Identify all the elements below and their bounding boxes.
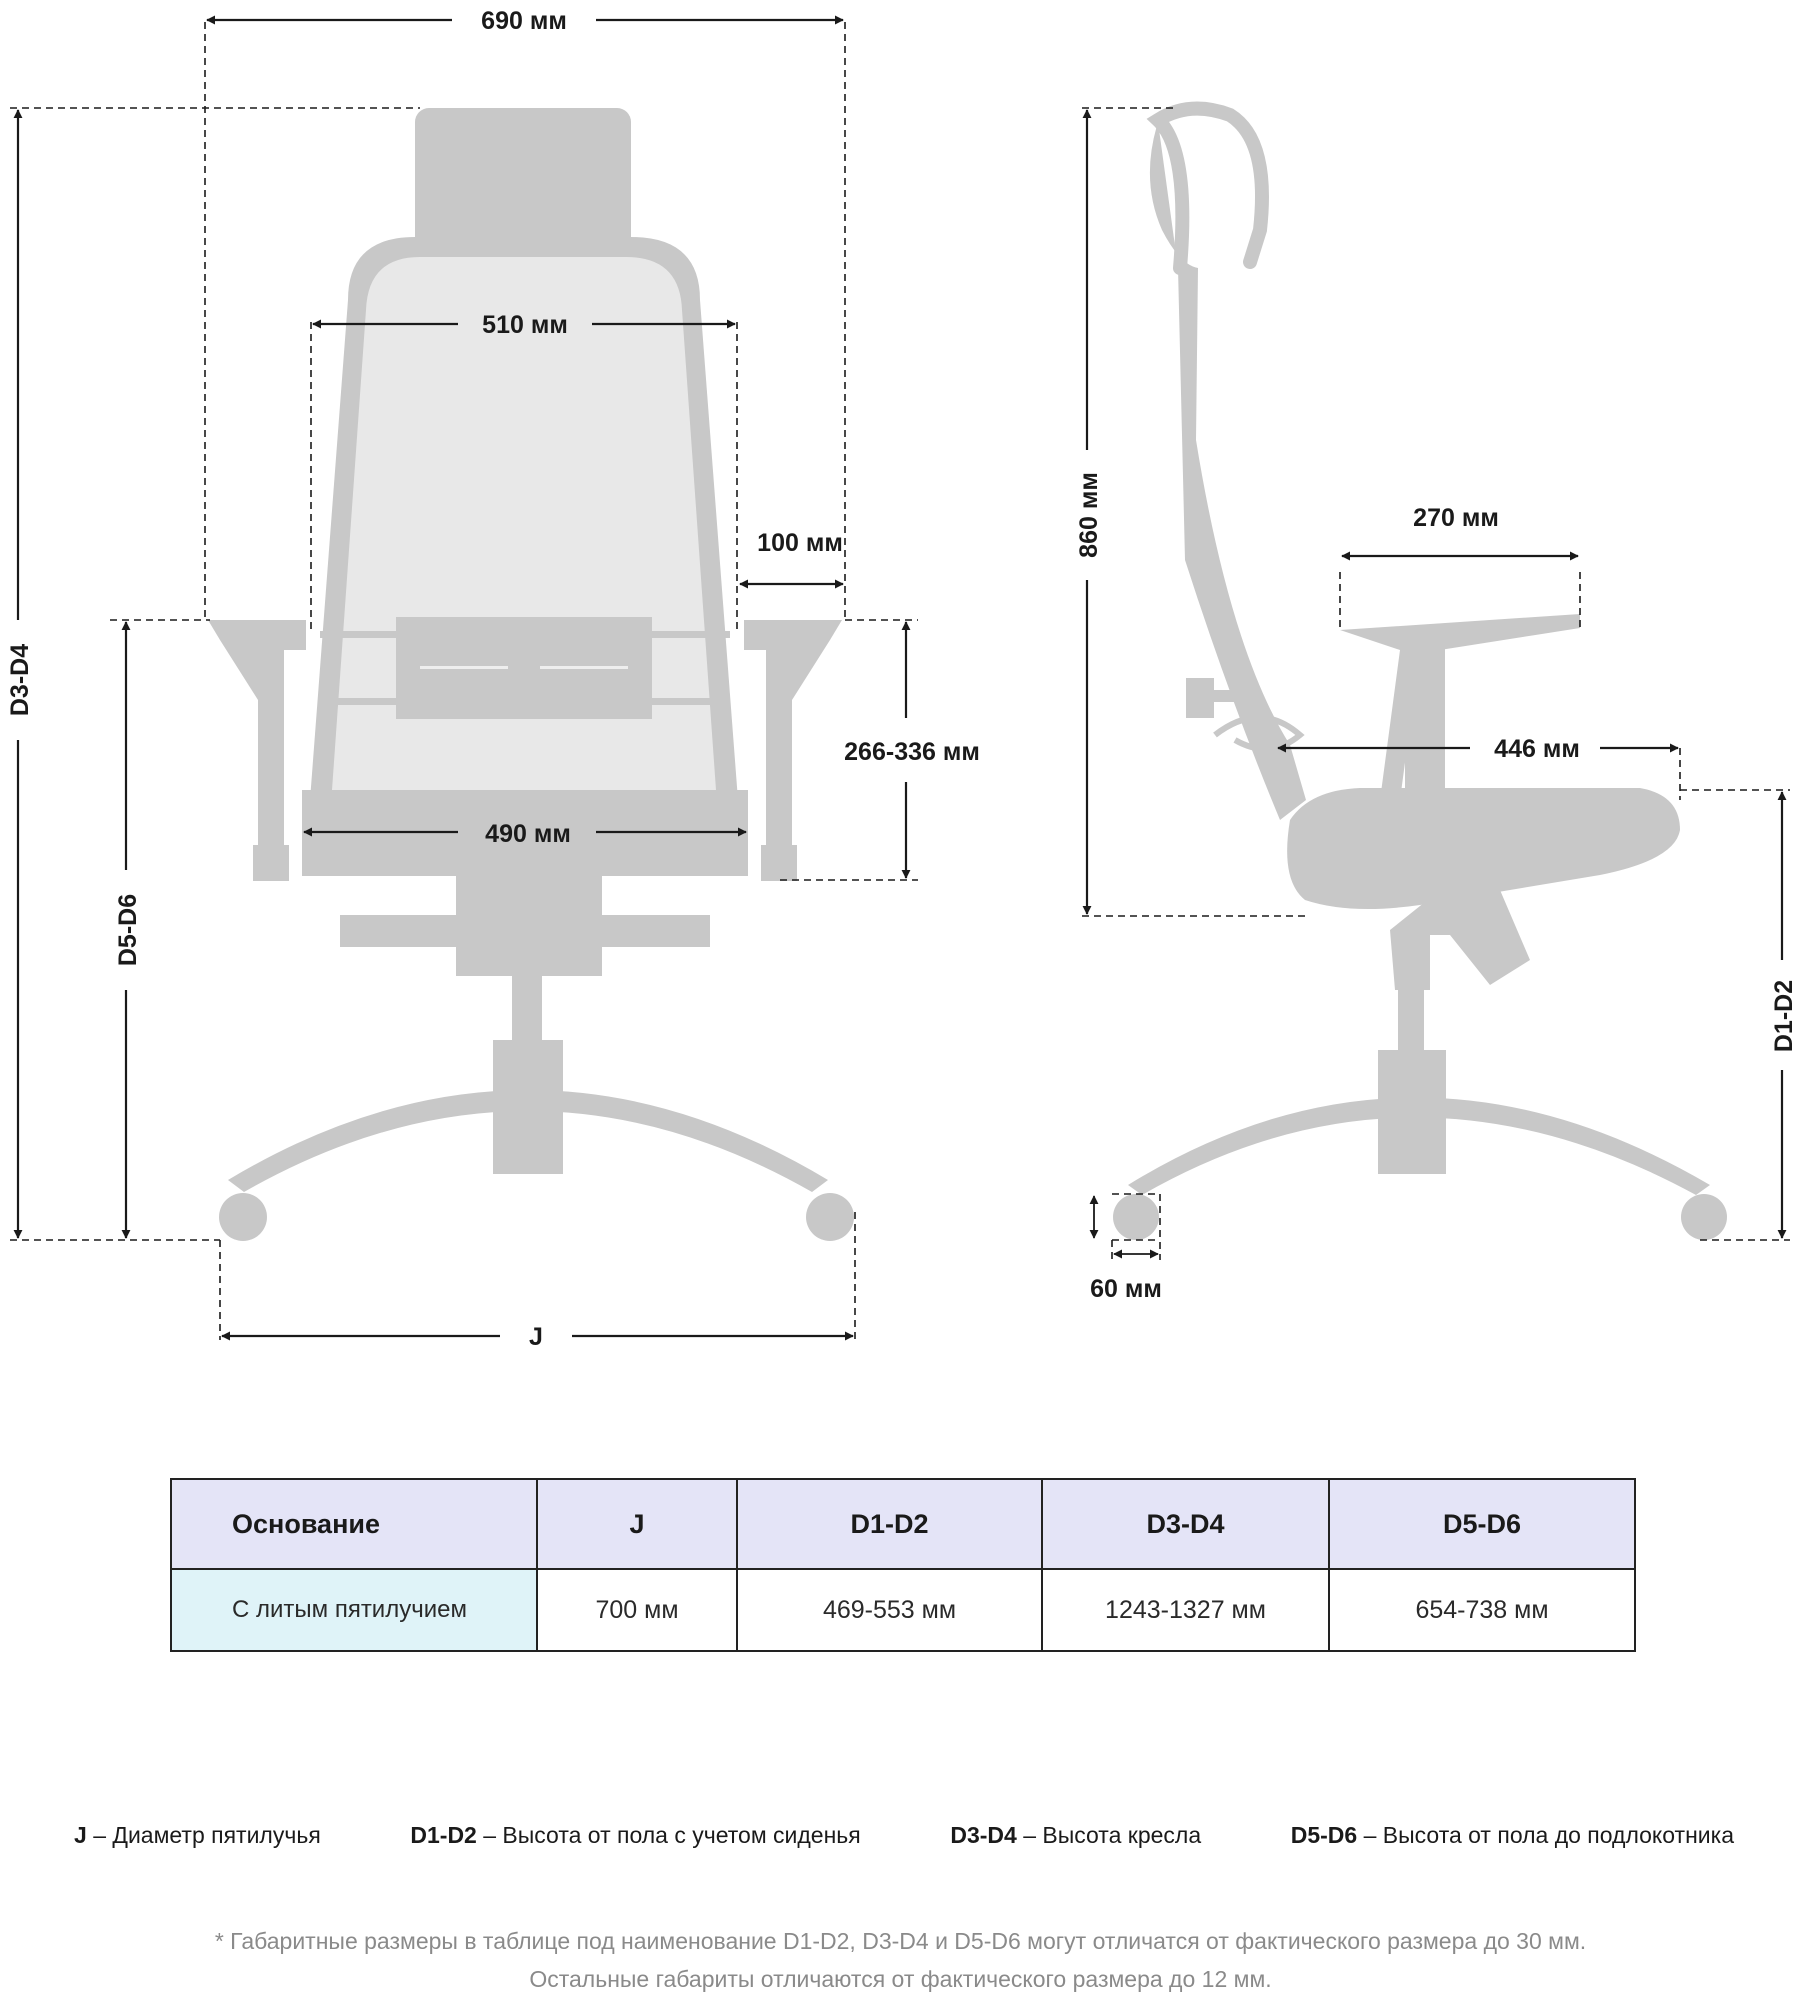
dim-seat-width: 490 мм: [485, 820, 571, 848]
table-cell: 654-738 мм: [1328, 1568, 1636, 1652]
front-view-chair: [208, 108, 854, 1241]
gas-lift-side: [1398, 975, 1424, 1055]
five-star-base-side: [1128, 1097, 1710, 1195]
tilt-mechanism: [1390, 890, 1530, 990]
backrest-side: [1149, 122, 1306, 820]
legend-item: D3-D4 – Высота кресла: [950, 1822, 1202, 1848]
footnote: * Габаритные размеры в таблице под наиме…: [214, 1928, 1587, 1954]
dim-back-height: 860 мм: [1075, 472, 1103, 558]
table-cell: 700 мм: [536, 1568, 738, 1652]
table-row: С литым пятилучием 700 мм 469-553 мм 124…: [170, 1568, 1636, 1652]
mechanism: [456, 876, 602, 976]
dim-armrest-height: 266-336 мм: [844, 738, 980, 766]
table-cell: 469-553 мм: [736, 1568, 1043, 1652]
dim-chair-height: D3-D4: [6, 644, 34, 716]
table-cell: 1243-1327 мм: [1041, 1568, 1330, 1652]
table-header-cell: D3-D4: [1041, 1478, 1330, 1570]
legend: J – Диаметр пятилучья D1-D2 – Высота от …: [74, 1822, 1734, 1849]
table-header-cell: D1-D2: [736, 1478, 1043, 1570]
right-armrest: [744, 620, 842, 860]
caster-right: [806, 1193, 854, 1241]
table-cell: С литым пятилучием: [170, 1568, 538, 1652]
front-view-labels: 690 мм 510 мм 100 мм 266-336 мм 490 мм D…: [6, 7, 980, 1351]
side-view-dimensions: [1082, 107, 1790, 1260]
table-header-cell: D5-D6: [1328, 1478, 1636, 1570]
five-star-base: [228, 1090, 828, 1192]
armrest-side: [1340, 614, 1580, 800]
headrest: [415, 108, 631, 258]
headrest-side: [1146, 101, 1269, 275]
dim-armrest-floor: D5-D6: [114, 894, 142, 966]
table-header-cell: J: [536, 1478, 738, 1570]
tilt-knob-icon: [1186, 678, 1305, 752]
footnote: Остальные габариты отличаются от фактиче…: [529, 1966, 1272, 1992]
dim-backrest-width: 510 мм: [482, 311, 568, 339]
dim-armrest-offset: 100 мм: [757, 529, 843, 557]
caster-side-left: [1113, 1194, 1159, 1240]
seat-side: [1287, 788, 1680, 909]
side-view-labels: 860 мм 270 мм 446 мм D1-D2 60 мм: [1075, 472, 1798, 1303]
left-armrest: [208, 620, 306, 860]
table-header-cell: Основание: [170, 1478, 538, 1570]
caster-left: [219, 1193, 267, 1241]
side-view-chair: [1113, 101, 1727, 1240]
front-view-dimensions: [10, 15, 918, 1341]
chair-dimension-diagram: 690 мм 510 мм 100 мм 266-336 мм 490 мм D…: [6, 7, 1798, 1351]
legend-item: D1-D2 – Высота от пола с учетом сиденья: [410, 1822, 861, 1848]
dim-wheel-size: 60 мм: [1090, 1275, 1162, 1303]
dim-seat-height: D1-D2: [1770, 980, 1798, 1052]
dim-width-total: 690 мм: [481, 7, 567, 35]
caster-side-right: [1681, 1194, 1727, 1240]
dimensions-table: Основание J D1-D2 D3-D4 D5-D6 С литым пя…: [170, 1478, 1636, 1652]
gas-lift: [512, 976, 542, 1046]
legend-item: D5-D6 – Высота от пола до подлокотника: [1290, 1822, 1734, 1848]
legend-item: J – Диаметр пятилучья: [74, 1822, 321, 1848]
dim-base-diameter: J: [529, 1323, 543, 1351]
dim-armrest-length: 270 мм: [1413, 504, 1499, 532]
table-header-row: Основание J D1-D2 D3-D4 D5-D6: [170, 1478, 1636, 1570]
dim-seat-depth: 446 мм: [1494, 735, 1580, 763]
